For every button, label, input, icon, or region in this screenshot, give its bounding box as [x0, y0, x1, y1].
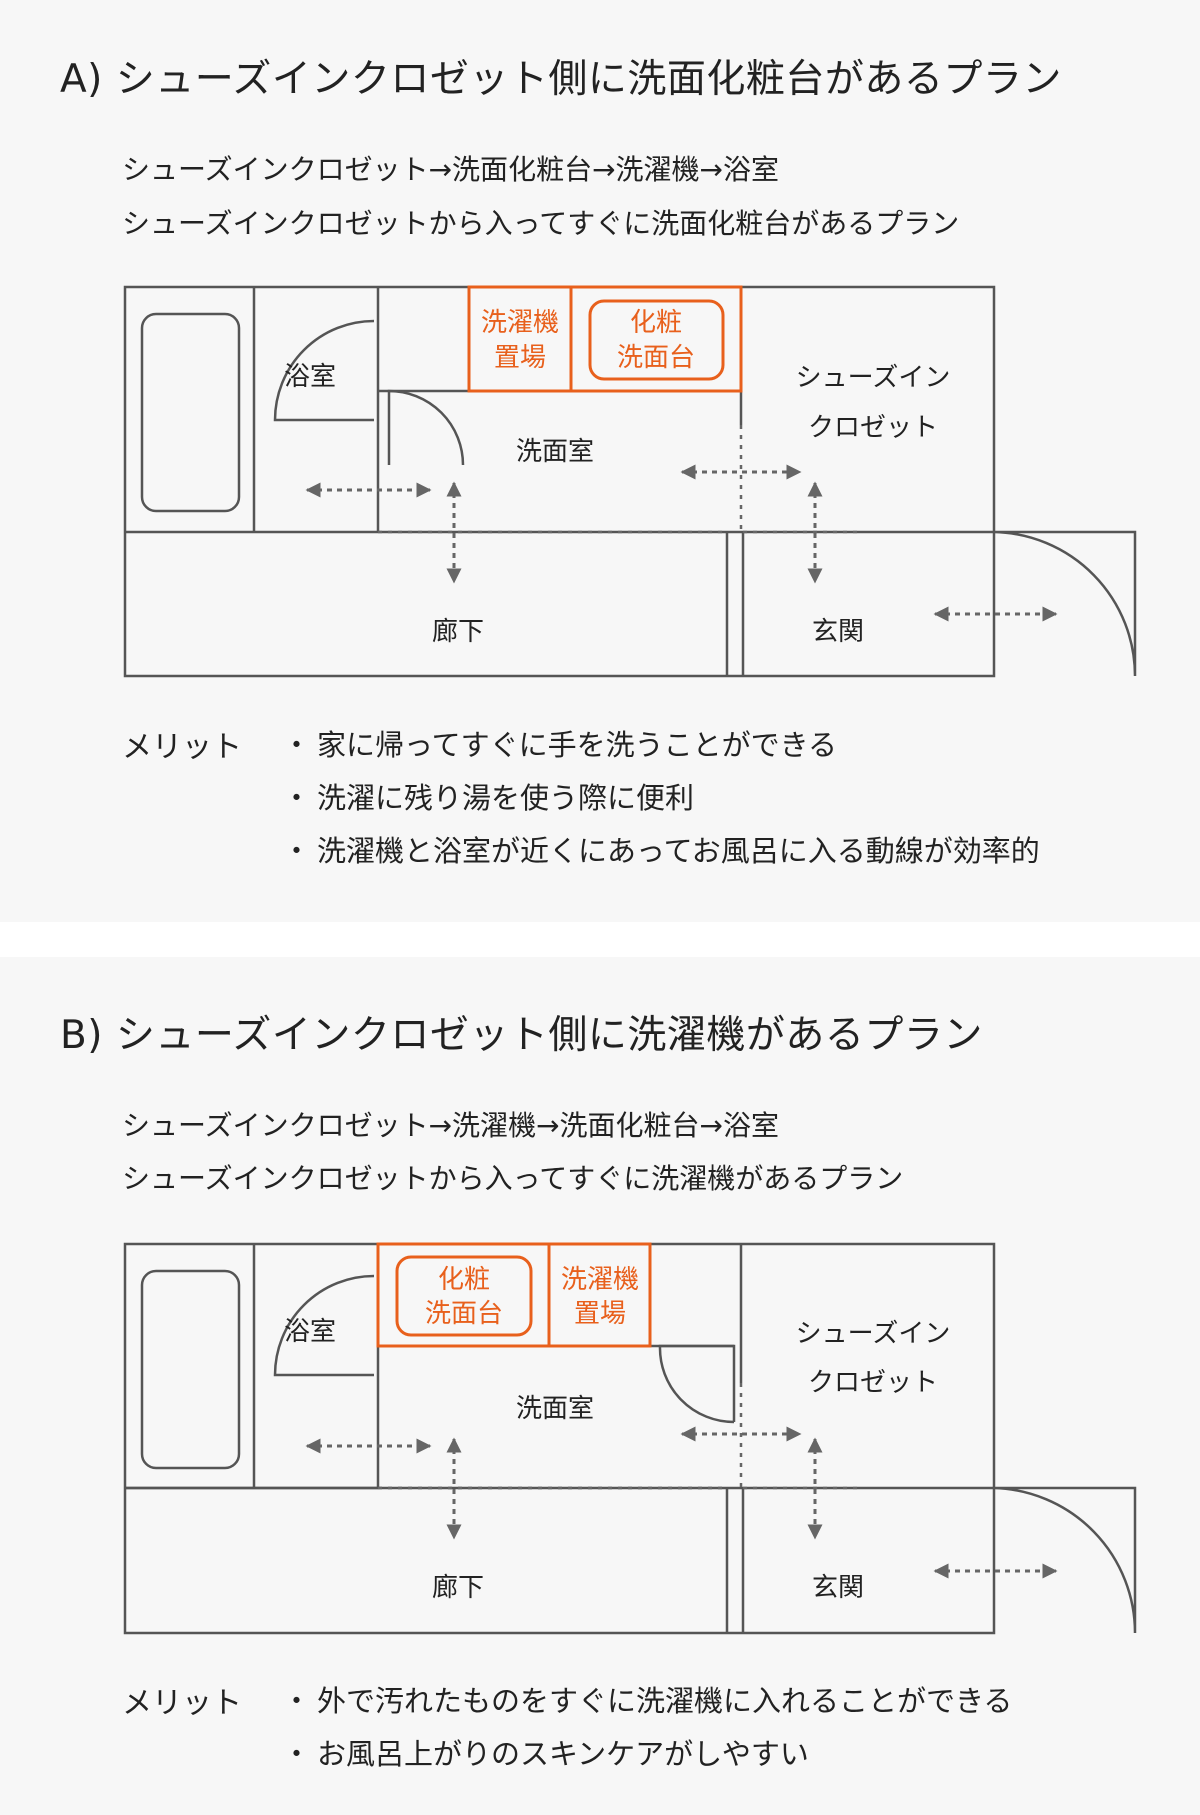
plan-a-floorplan: 浴室 洗面室 廊下 玄関 シューズイン クロゼット 洗濯機 置場 化粧 洗面台	[123, 285, 1137, 678]
room-label-washroom: 洗面室	[516, 437, 594, 467]
vanity-basin	[395, 1255, 533, 1337]
washer-label-line1: 洗濯機	[561, 1265, 639, 1295]
vanity-basin	[588, 299, 725, 381]
washer-label-line2: 置場	[574, 1299, 626, 1329]
washer-space	[467, 285, 573, 393]
vanity-label-line2: 洗面台	[617, 343, 695, 373]
outer-wall	[123, 1242, 996, 1635]
plan-a-panel: A) シューズインクロゼット側に洗面化粧台があるプラン シューズインクロゼット→…	[60, 57, 1137, 868]
room-label-closet-line2: クロゼット	[808, 1368, 938, 1398]
plan-a-merit-label: メリット	[122, 730, 242, 765]
room-label-washroom: 洗面室	[516, 1394, 594, 1424]
plan-b-floorplan: 浴室 洗面室 廊下 玄関 シューズイン クロゼット 化粧 洗面台 洗濯機 置場	[123, 1242, 1137, 1635]
vanity-label-line2: 洗面台	[425, 1299, 503, 1329]
plan-b-flow-sequence: シューズインクロゼット→洗濯機→洗面化粧台→浴室	[122, 1109, 779, 1142]
merit-text: 外で汚れたものをすぐに洗濯機に入れることができる	[317, 1684, 1013, 1718]
washer-label-line2: 置場	[494, 343, 546, 373]
plan-a-flow-sequence: シューズインクロゼット→洗面化粧台→洗濯機→浴室	[122, 153, 779, 186]
plan-a-title: A) シューズインクロゼット側に洗面化粧台があるプラン	[60, 57, 1062, 102]
washroom-door-swing	[658, 1344, 736, 1424]
room-label-closet-line1: シューズイン	[796, 1319, 951, 1349]
plan-b-title: B) シューズインクロゼット側に洗濯機があるプラン	[60, 1013, 983, 1058]
bathtub	[140, 1269, 241, 1470]
bath-door-swing	[273, 319, 375, 422]
plan-a-merit-item: ・洗濯に残り湯を使う際に便利	[282, 781, 695, 815]
room-label-closet-line2: クロゼット	[808, 413, 938, 443]
room-label-bath: 浴室	[284, 362, 336, 392]
washroom-door-swing	[387, 389, 465, 466]
plan-b-merit-item: ・外で汚れたものをすぐに洗濯機に入れることができる	[282, 1684, 1013, 1718]
washer-label-line1: 洗濯機	[481, 308, 559, 338]
room-label-closet-line1: シューズイン	[796, 363, 951, 393]
bath-door-swing	[273, 1274, 375, 1377]
plan-a-flow-description: シューズインクロゼットから入ってすぐに洗面化粧台があるプラン	[122, 207, 960, 240]
plan-a-merit-item: ・家に帰ってすぐに手を洗うことができる	[282, 728, 837, 762]
plan-b-panel: B) シューズインクロゼット側に洗濯機があるプラン シューズインクロゼット→洗濯…	[0, 957, 1200, 1815]
vanity-label-line1: 化粧	[438, 1265, 490, 1295]
plan-a-merit-item: ・洗濯機と浴室が近くにあってお風呂に入る動線が効率的	[282, 834, 1040, 868]
room-label-corridor: 廊下	[432, 617, 484, 647]
room-label-entrance: 玄関	[812, 1573, 864, 1603]
room-label-corridor: 廊下	[432, 1573, 484, 1603]
merit-text: お風呂上がりのスキンケアがしやすい	[317, 1737, 809, 1771]
entrance-door-swing	[993, 1486, 1137, 1634]
room-label-entrance: 玄関	[812, 617, 864, 647]
bathtub	[140, 312, 241, 513]
vanity-space	[569, 285, 743, 393]
room-label-bath: 浴室	[284, 1317, 336, 1347]
plan-b-merit-label: メリット	[122, 1686, 242, 1721]
plan-b-merit-item: ・お風呂上がりのスキンケアがしやすい	[282, 1737, 809, 1771]
merit-text: 家に帰ってすぐに手を洗うことができる	[317, 728, 837, 762]
washer-space	[547, 1242, 652, 1348]
entrance-door-swing	[993, 530, 1137, 677]
merit-text: 洗濯機と浴室が近くにあってお風呂に入る動線が効率的	[317, 834, 1040, 868]
plan-b-flow-description: シューズインクロゼットから入ってすぐに洗濯機があるプラン	[122, 1162, 904, 1195]
merit-text: 洗濯に残り湯を使う際に便利	[317, 781, 695, 815]
vanity-label-line1: 化粧	[630, 308, 682, 338]
